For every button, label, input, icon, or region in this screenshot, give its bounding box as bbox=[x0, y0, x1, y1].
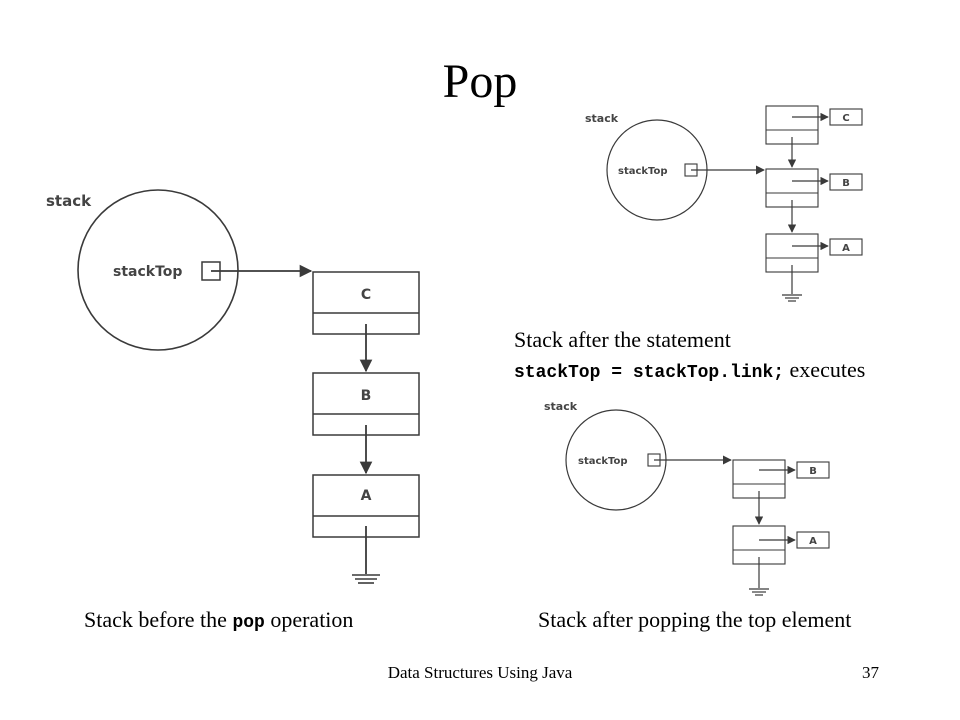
stacktop-label: stackTop bbox=[113, 264, 182, 280]
node-a-label: A bbox=[842, 243, 850, 254]
caption-after-statement-line1: Stack after the statement bbox=[514, 327, 731, 352]
slide-title: Pop bbox=[442, 55, 518, 108]
code-pop: pop bbox=[232, 613, 265, 633]
node-c-label: C bbox=[842, 113, 849, 124]
ground-icon bbox=[352, 574, 380, 584]
caption-before-prefix: Stack before the bbox=[84, 607, 233, 632]
node-a: A bbox=[765, 233, 863, 273]
node-a: A bbox=[732, 525, 830, 565]
stack-label: stack bbox=[46, 192, 92, 210]
stacktop-label: stackTop bbox=[578, 456, 628, 467]
node-b-label: B bbox=[809, 466, 817, 477]
ground-icon bbox=[749, 588, 769, 596]
node-b-label: B bbox=[361, 388, 372, 404]
stacktop-label: stackTop bbox=[618, 166, 668, 177]
diagram-before-pop: stack stackTop C B A bbox=[46, 189, 420, 584]
node-c: C bbox=[765, 105, 863, 145]
node-a-label: A bbox=[809, 536, 817, 547]
node-b: B bbox=[732, 459, 830, 499]
stack-label: stack bbox=[585, 112, 619, 125]
caption-after-statement-line2: stackTop = stackTop.link; executes bbox=[514, 356, 865, 387]
code-statement: stackTop = stackTop.link; bbox=[514, 363, 785, 383]
caption-before-suffix: operation bbox=[264, 607, 354, 632]
footer-text: Data Structures Using Java bbox=[387, 663, 573, 682]
caption-after-popping: Stack after popping the top element bbox=[538, 607, 852, 632]
node-c-label: C bbox=[361, 287, 371, 303]
stack-label: stack bbox=[544, 400, 578, 413]
caption-executes: executes bbox=[784, 357, 866, 382]
node-b-label: B bbox=[842, 178, 850, 189]
node-a-label: A bbox=[361, 488, 372, 504]
stack-object-circle bbox=[77, 189, 239, 351]
ground-icon bbox=[782, 294, 802, 302]
page-number: 37 bbox=[862, 663, 879, 682]
diagram-after-statement: stack stackTop C B bbox=[585, 105, 863, 302]
caption-before-pop: Stack before the pop operation bbox=[84, 606, 353, 637]
node-b: B bbox=[765, 168, 863, 208]
diagram-after-popping: stack stackTop B A bbox=[544, 400, 830, 596]
